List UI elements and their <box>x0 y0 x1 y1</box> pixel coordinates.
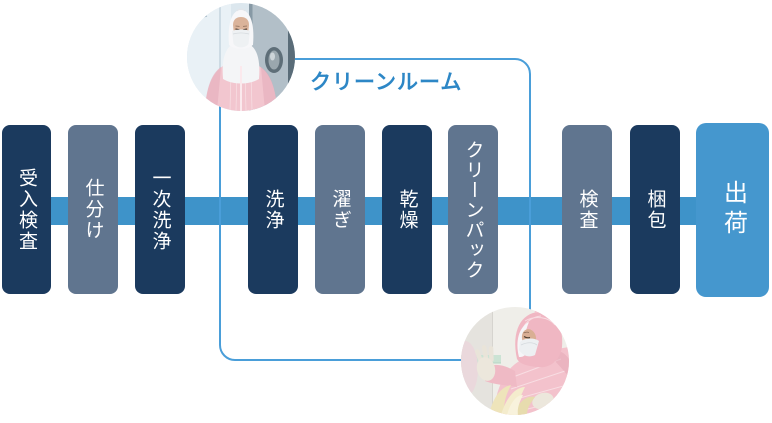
step-shipping: 出荷 <box>696 123 769 297</box>
step-label: 検査 <box>576 188 598 231</box>
step-label: 一次洗浄 <box>149 167 171 252</box>
cleanroom-worker-photo-top <box>187 3 295 111</box>
step-label: 乾燥 <box>396 188 418 231</box>
step-label: 仕分け <box>82 178 104 241</box>
cleanroom-zone-label: クリーンルーム <box>310 71 463 94</box>
step-rinsing: 濯ぎ <box>315 125 365 294</box>
step-label: 出荷 <box>719 180 747 240</box>
step-primary-washing: 一次洗浄 <box>135 125 185 294</box>
step-washing: 洗浄 <box>248 125 298 294</box>
step-packing: 梱包 <box>630 125 680 294</box>
step-clean-pack: クリーンパック <box>448 125 498 294</box>
step-label: 受入検査 <box>16 167 37 252</box>
step-label: 濯ぎ <box>329 188 351 231</box>
glove-inspection-worker-illustration <box>461 307 569 415</box>
step-label: 洗浄 <box>262 188 284 231</box>
airshower-worker-illustration <box>187 3 295 111</box>
cleanroom-zone-outline <box>219 58 531 361</box>
step-sorting: 仕分け <box>68 125 118 294</box>
step-incoming-inspection: 受入検査 <box>2 125 51 294</box>
step-drying: 乾燥 <box>382 125 432 294</box>
step-label: クリーンパック <box>462 139 484 280</box>
step-inspection: 検査 <box>562 125 612 294</box>
step-label: 梱包 <box>644 188 666 231</box>
cleanroom-worker-photo-bottom <box>461 307 569 415</box>
